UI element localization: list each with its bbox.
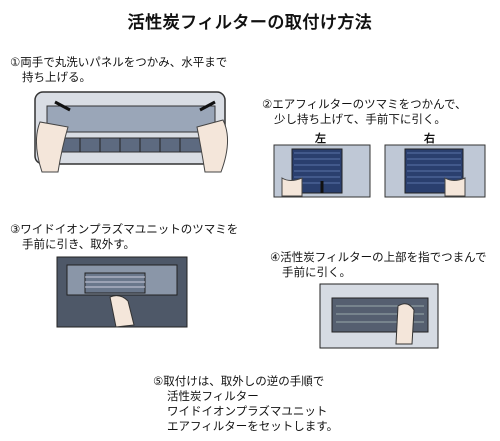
step-2-line-1: ②エアフィルターのツマミをつかんで、 [262, 97, 467, 111]
right-hand-icon [196, 119, 228, 173]
step-5-line-4: エアフィルターをセットします。 [167, 419, 339, 433]
step-5-line-3: ワイドイオンプラズマユニット [167, 404, 328, 418]
arrow-up-right-icon [199, 100, 216, 112]
step-2-left-filter-illustration [273, 144, 371, 198]
hand-icon [395, 303, 415, 345]
step-3-line-1: ③ワイドイオンプラズマユニットのツマミを [10, 222, 239, 236]
step-1-aircon-illustration [34, 91, 228, 173]
step-4-line-2: 手前に引く。 [282, 265, 351, 279]
step-1-line-1: ①両手で丸洗いパネルをつかみ、水平まで [10, 55, 228, 69]
arrow-up-left-icon [54, 100, 71, 112]
step-5-text: ⑤取付けは、取外しの逆の手順で 活性炭フィルター ワイドイオンプラズマユニット … [153, 374, 338, 434]
step-1-text: ①両手で丸洗いパネルをつかみ、水平まで 持ち上げる。 [10, 55, 227, 85]
step-4-text: ④活性炭フィルターの上部を指でつまんで 手前に引く。 [270, 250, 487, 280]
left-hand-icon [281, 177, 303, 197]
step-1-line-2: 持ち上げる。 [22, 70, 91, 84]
step-4-carbon-filter-illustration [319, 283, 439, 349]
step-5-line-1: ⑤取付けは、取外しの逆の手順で [153, 374, 325, 388]
step-4-line-1: ④活性炭フィルターの上部を指でつまんで [270, 250, 487, 264]
step-2-right-filter-illustration [384, 144, 486, 198]
step-5-line-2: 活性炭フィルター [167, 389, 259, 403]
hand-icon [109, 295, 135, 328]
step-3-text: ③ワイドイオンプラズマユニットのツマミを 手前に引き、取外す。 [10, 222, 238, 252]
page-title: 活性炭フィルターの取付け方法 [127, 13, 373, 33]
step-2-text: ②エアフィルターのツマミをつかんで、 少し持ち上げて、手前下に引く。 [262, 97, 467, 127]
step-2-right-label: 右 [424, 132, 435, 145]
step-2-line-2: 少し持ち上げて、手前下に引く。 [274, 112, 446, 126]
right-hand-icon [444, 177, 466, 197]
step-2-left-label: 左 [315, 132, 326, 145]
step-3-line-2: 手前に引き、取外す。 [22, 237, 136, 251]
left-hand-icon [36, 121, 69, 173]
step-3-plasma-unit-illustration [56, 256, 188, 328]
